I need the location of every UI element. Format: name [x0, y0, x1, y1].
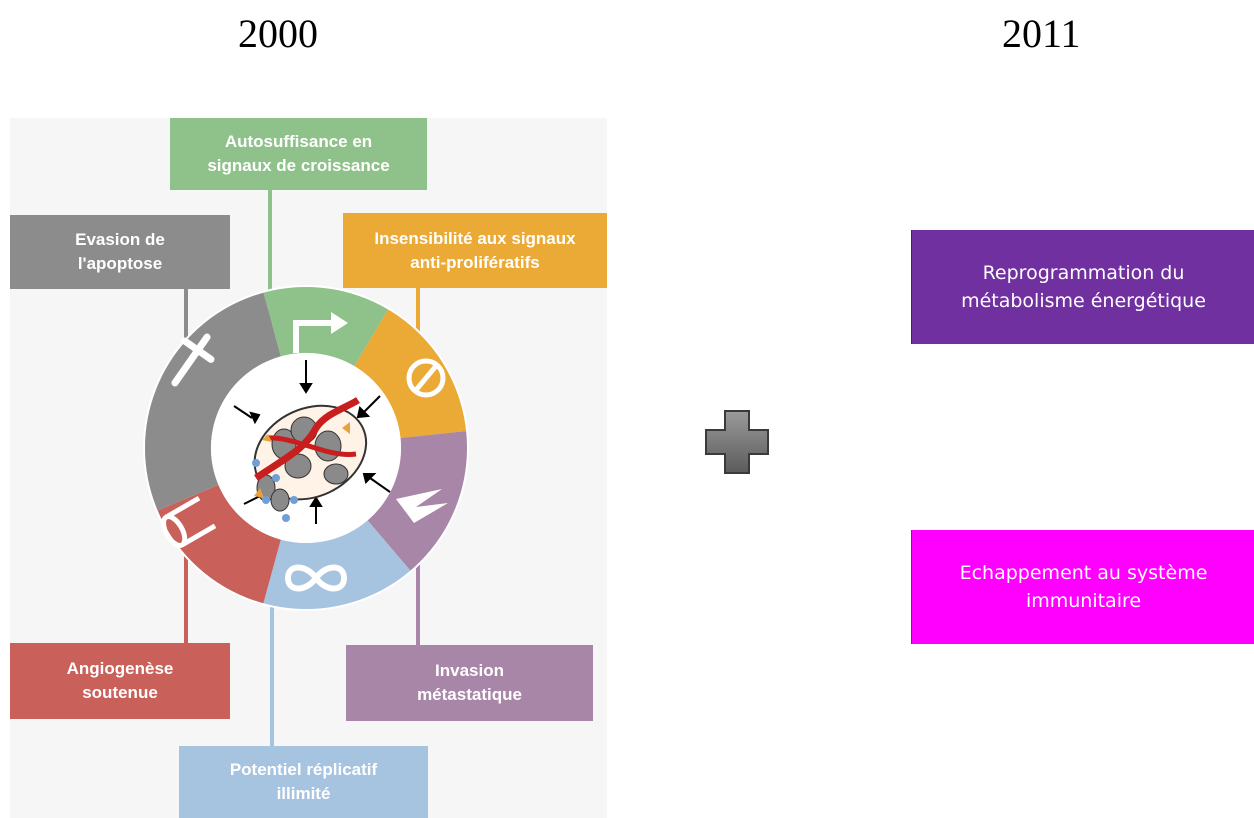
stem-invasion — [416, 558, 420, 648]
zigzag-invasion-icon — [396, 489, 448, 523]
cross-grave-icon — [171, 333, 215, 387]
box-metabolism: Reprogrammation du métabolisme énergétiq… — [911, 230, 1254, 344]
box-replicative: Potentiel réplicatif illimité — [179, 746, 428, 818]
apoptosis-label: Evasion de l'apoptose — [75, 230, 165, 273]
metabolism-label: Reprogrammation du métabolisme énergétiq… — [961, 262, 1206, 312]
box-insensitivity: Insensibilité aux signaux anti-proliféra… — [343, 213, 607, 288]
growth-signals-label: Autosuffisance en signaux de croissance — [207, 132, 390, 175]
box-growth-signals: Autosuffisance en signaux de croissance — [170, 118, 427, 190]
hallmarks-ring — [143, 285, 469, 611]
stem-growth — [268, 190, 272, 380]
replicative-label: Potentiel réplicatif illimité — [229, 760, 378, 803]
year-2000: 2000 — [238, 11, 318, 56]
stem-insensitivity — [416, 286, 420, 366]
box-apoptosis: Evasion de l'apoptose — [10, 215, 230, 289]
box-invasion: Invasion métastatique — [346, 645, 593, 721]
tumor-cells-icon — [252, 397, 368, 522]
stem-replicative — [270, 588, 274, 748]
insensitivity-label: Insensibilité aux signaux anti-proliféra… — [374, 228, 576, 272]
inward-arrows — [233, 360, 391, 524]
box-immune-escape: Echappement au système immunitaire — [911, 530, 1254, 644]
box-angiogenesis: Angiogenèse soutenue — [10, 643, 230, 719]
ring-segment-angiogenesis — [156, 484, 281, 605]
stem-apoptosis — [184, 278, 188, 368]
vessel-tube-icon — [161, 495, 217, 548]
year-2011: 2011 — [1002, 11, 1081, 56]
plus-icon — [705, 410, 769, 474]
arrow-right-turn-icon — [293, 312, 348, 353]
stem-angiogenesis — [184, 546, 188, 646]
invasion-label: Invasion métastatique — [417, 661, 522, 704]
hallmarks-2000-diagram: Autosuffisance en signaux de croissance … — [10, 118, 607, 818]
infinity-icon — [284, 564, 348, 592]
immune-escape-label: Echappement au système immunitaire — [959, 562, 1208, 612]
angiogenesis-label: Angiogenèse soutenue — [66, 659, 174, 702]
ring-segment-apoptosis — [143, 291, 281, 511]
prohibition-icon — [406, 358, 446, 398]
